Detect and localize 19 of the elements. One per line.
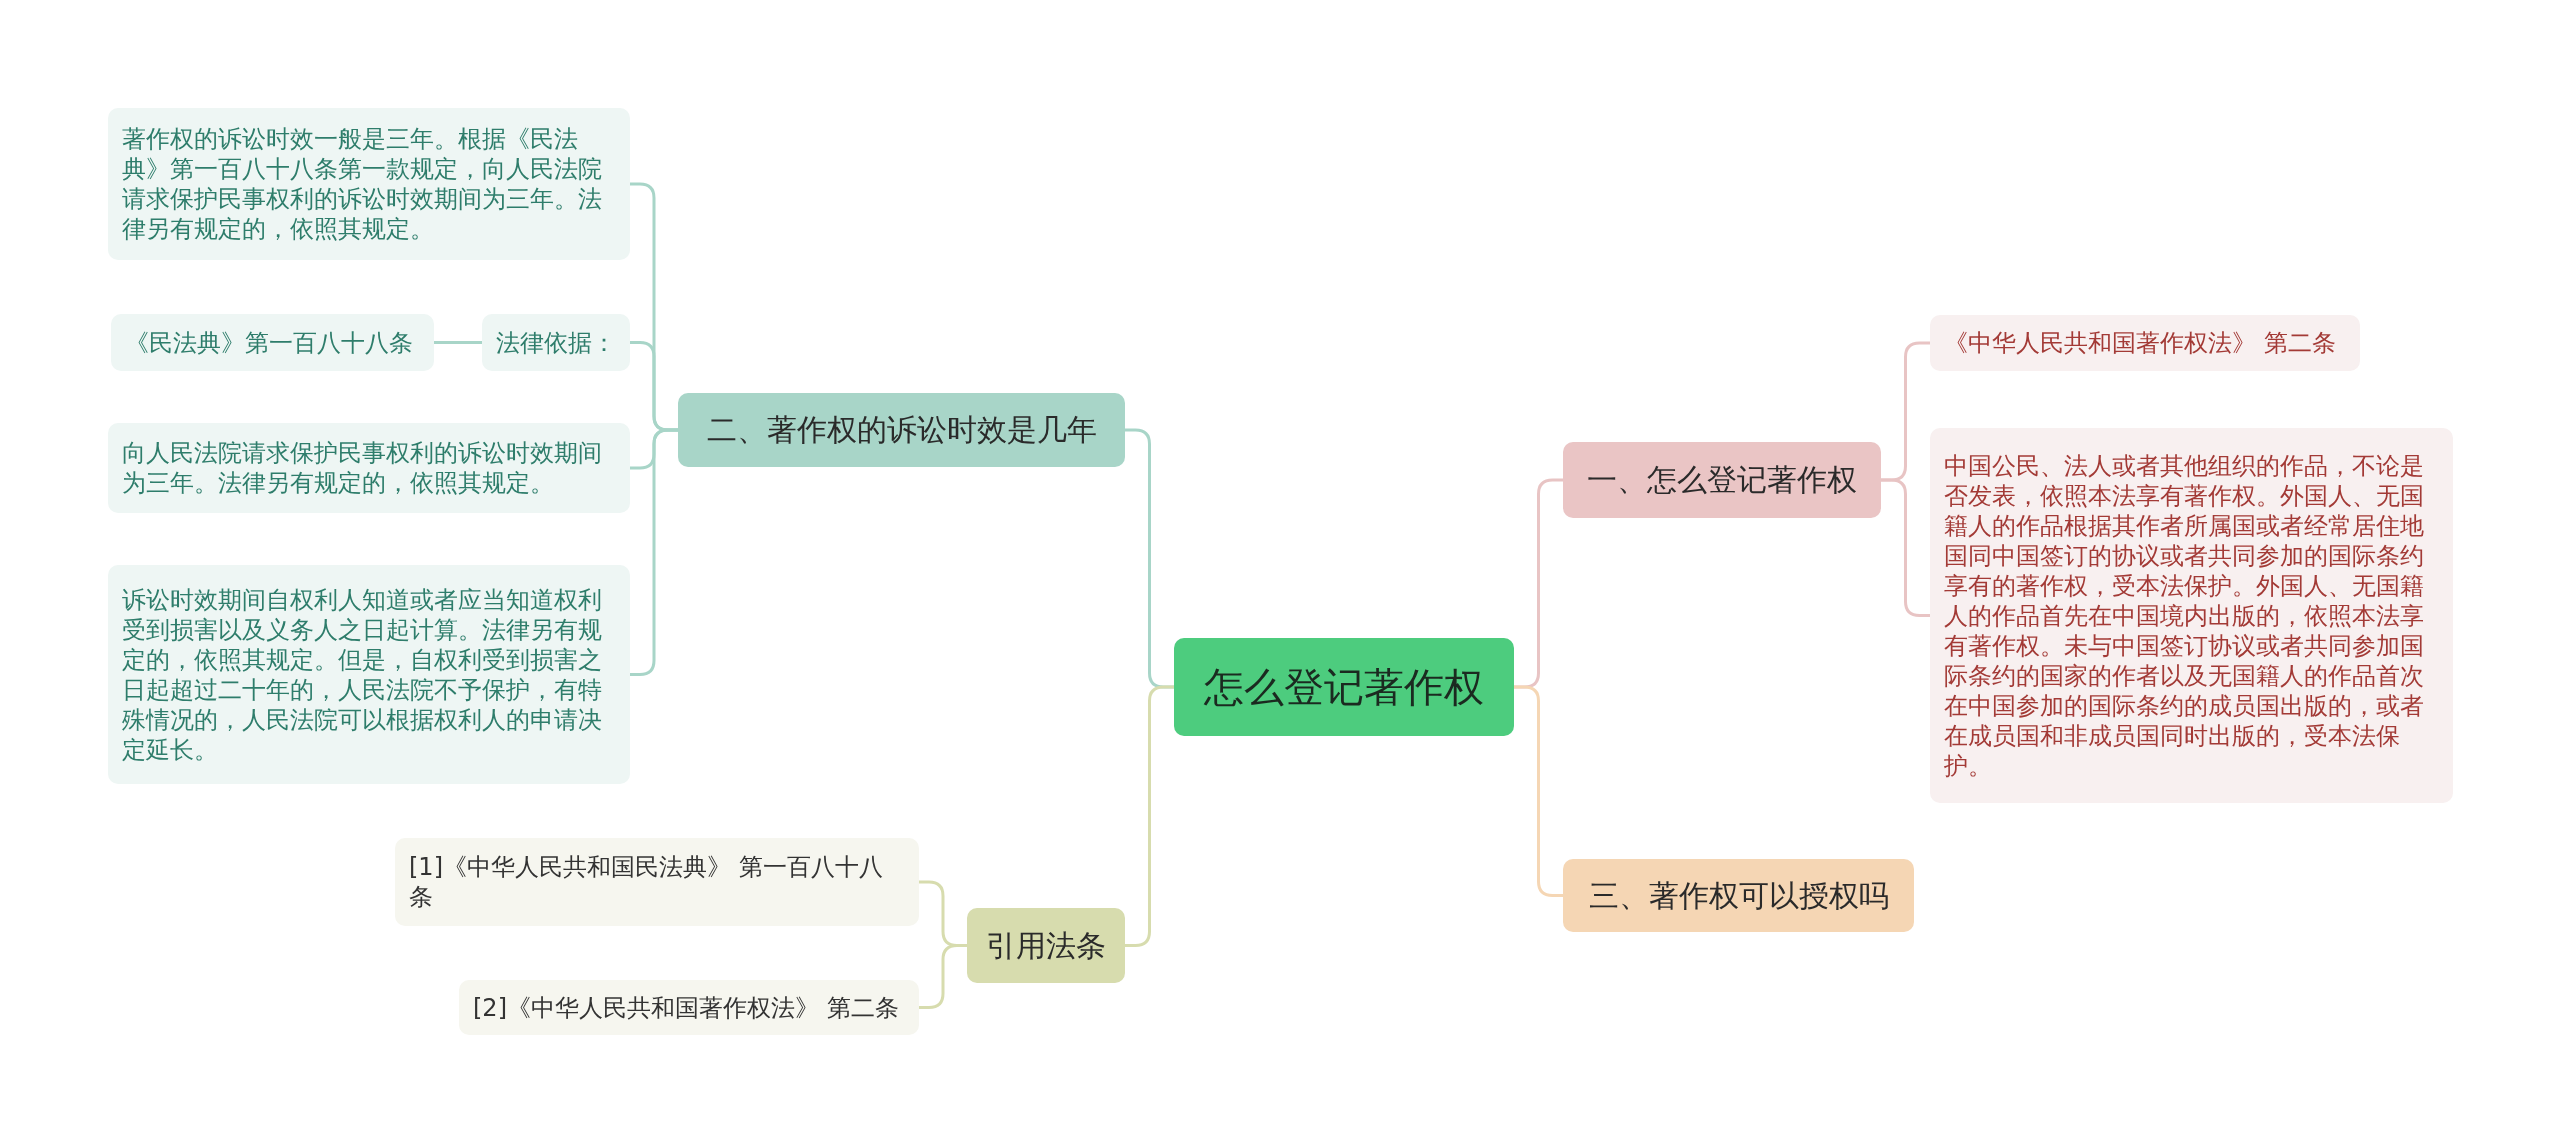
note-box: 《民法典》第一百八十八条 <box>111 314 434 371</box>
connector-line <box>1881 478 1930 617</box>
topic-box: 二、著作权的诉讼时效是几年 <box>678 393 1125 467</box>
topic-box: 一、怎么登记著作权 <box>1563 442 1881 518</box>
note-box: 《中华人民共和国著作权法》 第二条 <box>1930 315 2360 371</box>
connector-line <box>630 428 678 676</box>
topic-box: 怎么登记著作权 <box>1174 638 1514 736</box>
note-box: [2]《中华人民共和国著作权法》 第二条 <box>459 980 919 1035</box>
note-box: 中国公民、法人或者其他组织的作品，不论是否发表，依照本法享有著作权。外国人、无国籍人的作品根据其作者所属国或者经常居住地国同中国签订的协议或者共同参加的国际条约享有的著作权，受本法保护。外国人、无国籍人的作品首先在中国境内出版的，依照本法享有著作权。未与中国签订协议或者共同参加国际条约的国家的作者以及无国籍人的作品首次在中国参加的国际条约的成员国出版的，或者在成员国和非成员国同时出版的，受本法保护。 <box>1930 428 2453 803</box>
note-box: 诉讼时效期间自权利人知道或者应当知道权利受到损害以及义务人之日起计算。法律另有规定的，依照其规定。但是，自权利受到损害之日起超过二十年的，人民法院不予保护，有特殊情况的，人民法院可以根据权利人的申请决定延长。 <box>108 565 630 784</box>
note-box: 著作权的诉讼时效一般是三年。根据《民法典》第一百八十八条第一款规定，向人民法院请求保护民事权利的诉讼时效期间为三年。法律另有规定的，依照其规定。 <box>108 108 630 260</box>
connector-line <box>1514 685 1563 897</box>
connector-line <box>1125 685 1174 947</box>
note-box: 向人民法院请求保护民事权利的诉讼时效期间为三年。法律另有规定的，依照其规定。 <box>108 423 630 513</box>
topic-box: 三、著作权可以授权吗 <box>1563 859 1914 932</box>
note-box: 法律依据： <box>482 314 630 371</box>
connector-line <box>434 341 482 344</box>
note-box: [1]《中华人民共和国民法典》 第一百八十八条 <box>395 838 919 926</box>
topic-box: 引用法条 <box>967 908 1125 983</box>
